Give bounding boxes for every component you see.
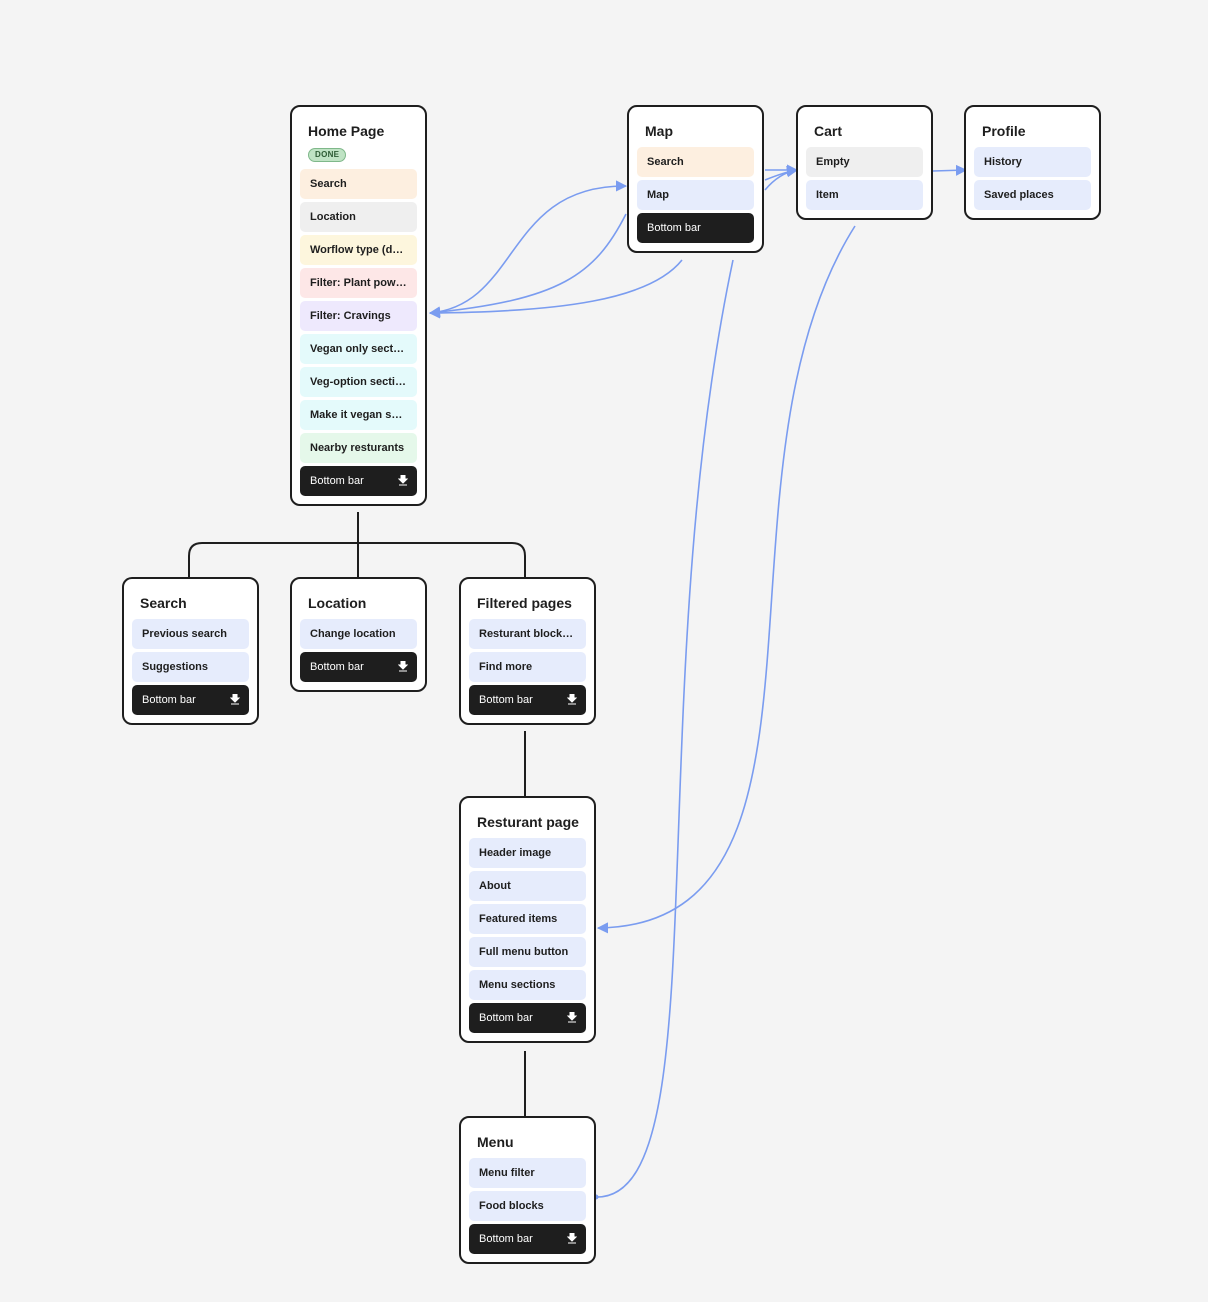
download-icon <box>398 475 408 486</box>
item-label: Bottom bar <box>479 1233 533 1245</box>
item-menu-sections[interactable]: Menu sections <box>469 970 586 1000</box>
link-cart-to-profile <box>932 164 968 176</box>
download-icon <box>230 694 240 705</box>
item-search[interactable]: Search <box>637 147 754 177</box>
item-bottom-bar[interactable]: Bottom bar <box>469 1003 586 1033</box>
item-map[interactable]: Map <box>637 180 754 210</box>
item-label: Bottom bar <box>479 1012 533 1024</box>
item-label: Bottom bar <box>479 694 533 706</box>
item-label: Bottom bar <box>310 475 364 487</box>
link-map-to-home <box>428 213 627 318</box>
item-full-menu-button[interactable]: Full menu button <box>469 937 586 967</box>
item-history[interactable]: History <box>974 147 1091 177</box>
download-icon <box>567 694 577 705</box>
download-icon <box>567 1233 577 1244</box>
item-label: Bottom bar <box>310 661 364 673</box>
link-map-bottom-to-home <box>428 259 683 319</box>
item-menu-filter[interactable]: Menu filter <box>469 1158 586 1188</box>
item-vegan-only[interactable]: Vegan only section <box>300 334 417 364</box>
card-title: Filtered pages <box>477 595 572 611</box>
card-title: Profile <box>982 123 1026 139</box>
item-food-blocks[interactable]: Food blocks <box>469 1191 586 1221</box>
item-item[interactable]: Item <box>806 180 923 210</box>
card-location[interactable]: Location Change location Bottom bar <box>290 577 427 692</box>
item-filter-plant-powered[interactable]: Filter: Plant powe... <box>300 268 417 298</box>
card-title: Map <box>645 123 673 139</box>
item-bottom-bar[interactable]: Bottom bar <box>637 213 754 243</box>
item-header-image[interactable]: Header image <box>469 838 586 868</box>
card-title: Resturant page <box>477 814 579 830</box>
item-make-it-vegan[interactable]: Make it vegan sec... <box>300 400 417 430</box>
card-search[interactable]: Search Previous search Suggestions Botto… <box>122 577 259 725</box>
item-filter-cravings[interactable]: Filter: Cravings <box>300 301 417 331</box>
item-empty[interactable]: Empty <box>806 147 923 177</box>
card-title: Cart <box>814 123 843 139</box>
card-title: Location <box>308 595 367 611</box>
item-bottom-bar[interactable]: Bottom bar <box>132 685 249 715</box>
item-bottom-bar[interactable]: Bottom bar <box>300 466 417 496</box>
item-about[interactable]: About <box>469 871 586 901</box>
item-previous-search[interactable]: Previous search <box>132 619 249 649</box>
item-bottom-bar[interactable]: Bottom bar <box>469 685 586 715</box>
card-cart[interactable]: Cart Empty Item <box>796 105 933 220</box>
link-cart-to-restaurant <box>596 225 856 934</box>
card-title: Home Page <box>308 123 385 139</box>
item-label: Bottom bar <box>142 694 196 706</box>
item-nearby-restaurants[interactable]: Nearby resturants <box>300 433 417 463</box>
link-home-to-map-search <box>429 180 628 314</box>
card-map[interactable]: Map Search Map Bottom bar <box>627 105 764 253</box>
card-title: Menu <box>477 1134 514 1150</box>
card-title: Search <box>140 595 187 611</box>
link-menu-to-map <box>595 259 734 1198</box>
download-icon <box>567 1012 577 1023</box>
download-icon <box>398 661 408 672</box>
card-restaurant-page[interactable]: Resturant page Header image About Featur… <box>459 796 596 1043</box>
item-bottom-bar[interactable]: Bottom bar <box>469 1224 586 1254</box>
item-featured-items[interactable]: Featured items <box>469 904 586 934</box>
link-map-extra-to-cart <box>764 165 799 181</box>
card-filtered-pages[interactable]: Filtered pages Resturant blocks ... Find… <box>459 577 596 725</box>
item-location[interactable]: Location <box>300 202 417 232</box>
card-home[interactable]: Home Page DONE Search Location Worflow t… <box>290 105 427 506</box>
tree-connector-home-children <box>188 512 526 577</box>
card-profile[interactable]: Profile History Saved places <box>964 105 1101 220</box>
item-veg-option[interactable]: Veg-option section <box>300 367 417 397</box>
item-search[interactable]: Search <box>300 169 417 199</box>
item-suggestions[interactable]: Suggestions <box>132 652 249 682</box>
item-change-location[interactable]: Change location <box>300 619 417 649</box>
item-workflow-type[interactable]: Worflow type (del... <box>300 235 417 265</box>
status-badge: DONE <box>308 148 347 162</box>
card-menu[interactable]: Menu Menu filter Food blocks Bottom bar <box>459 1116 596 1264</box>
link-map-map-to-cart <box>764 166 799 191</box>
item-saved-places[interactable]: Saved places <box>974 180 1091 210</box>
item-find-more[interactable]: Find more <box>469 652 586 682</box>
item-bottom-bar[interactable]: Bottom bar <box>300 652 417 682</box>
item-restaurant-blocks[interactable]: Resturant blocks ... <box>469 619 586 649</box>
